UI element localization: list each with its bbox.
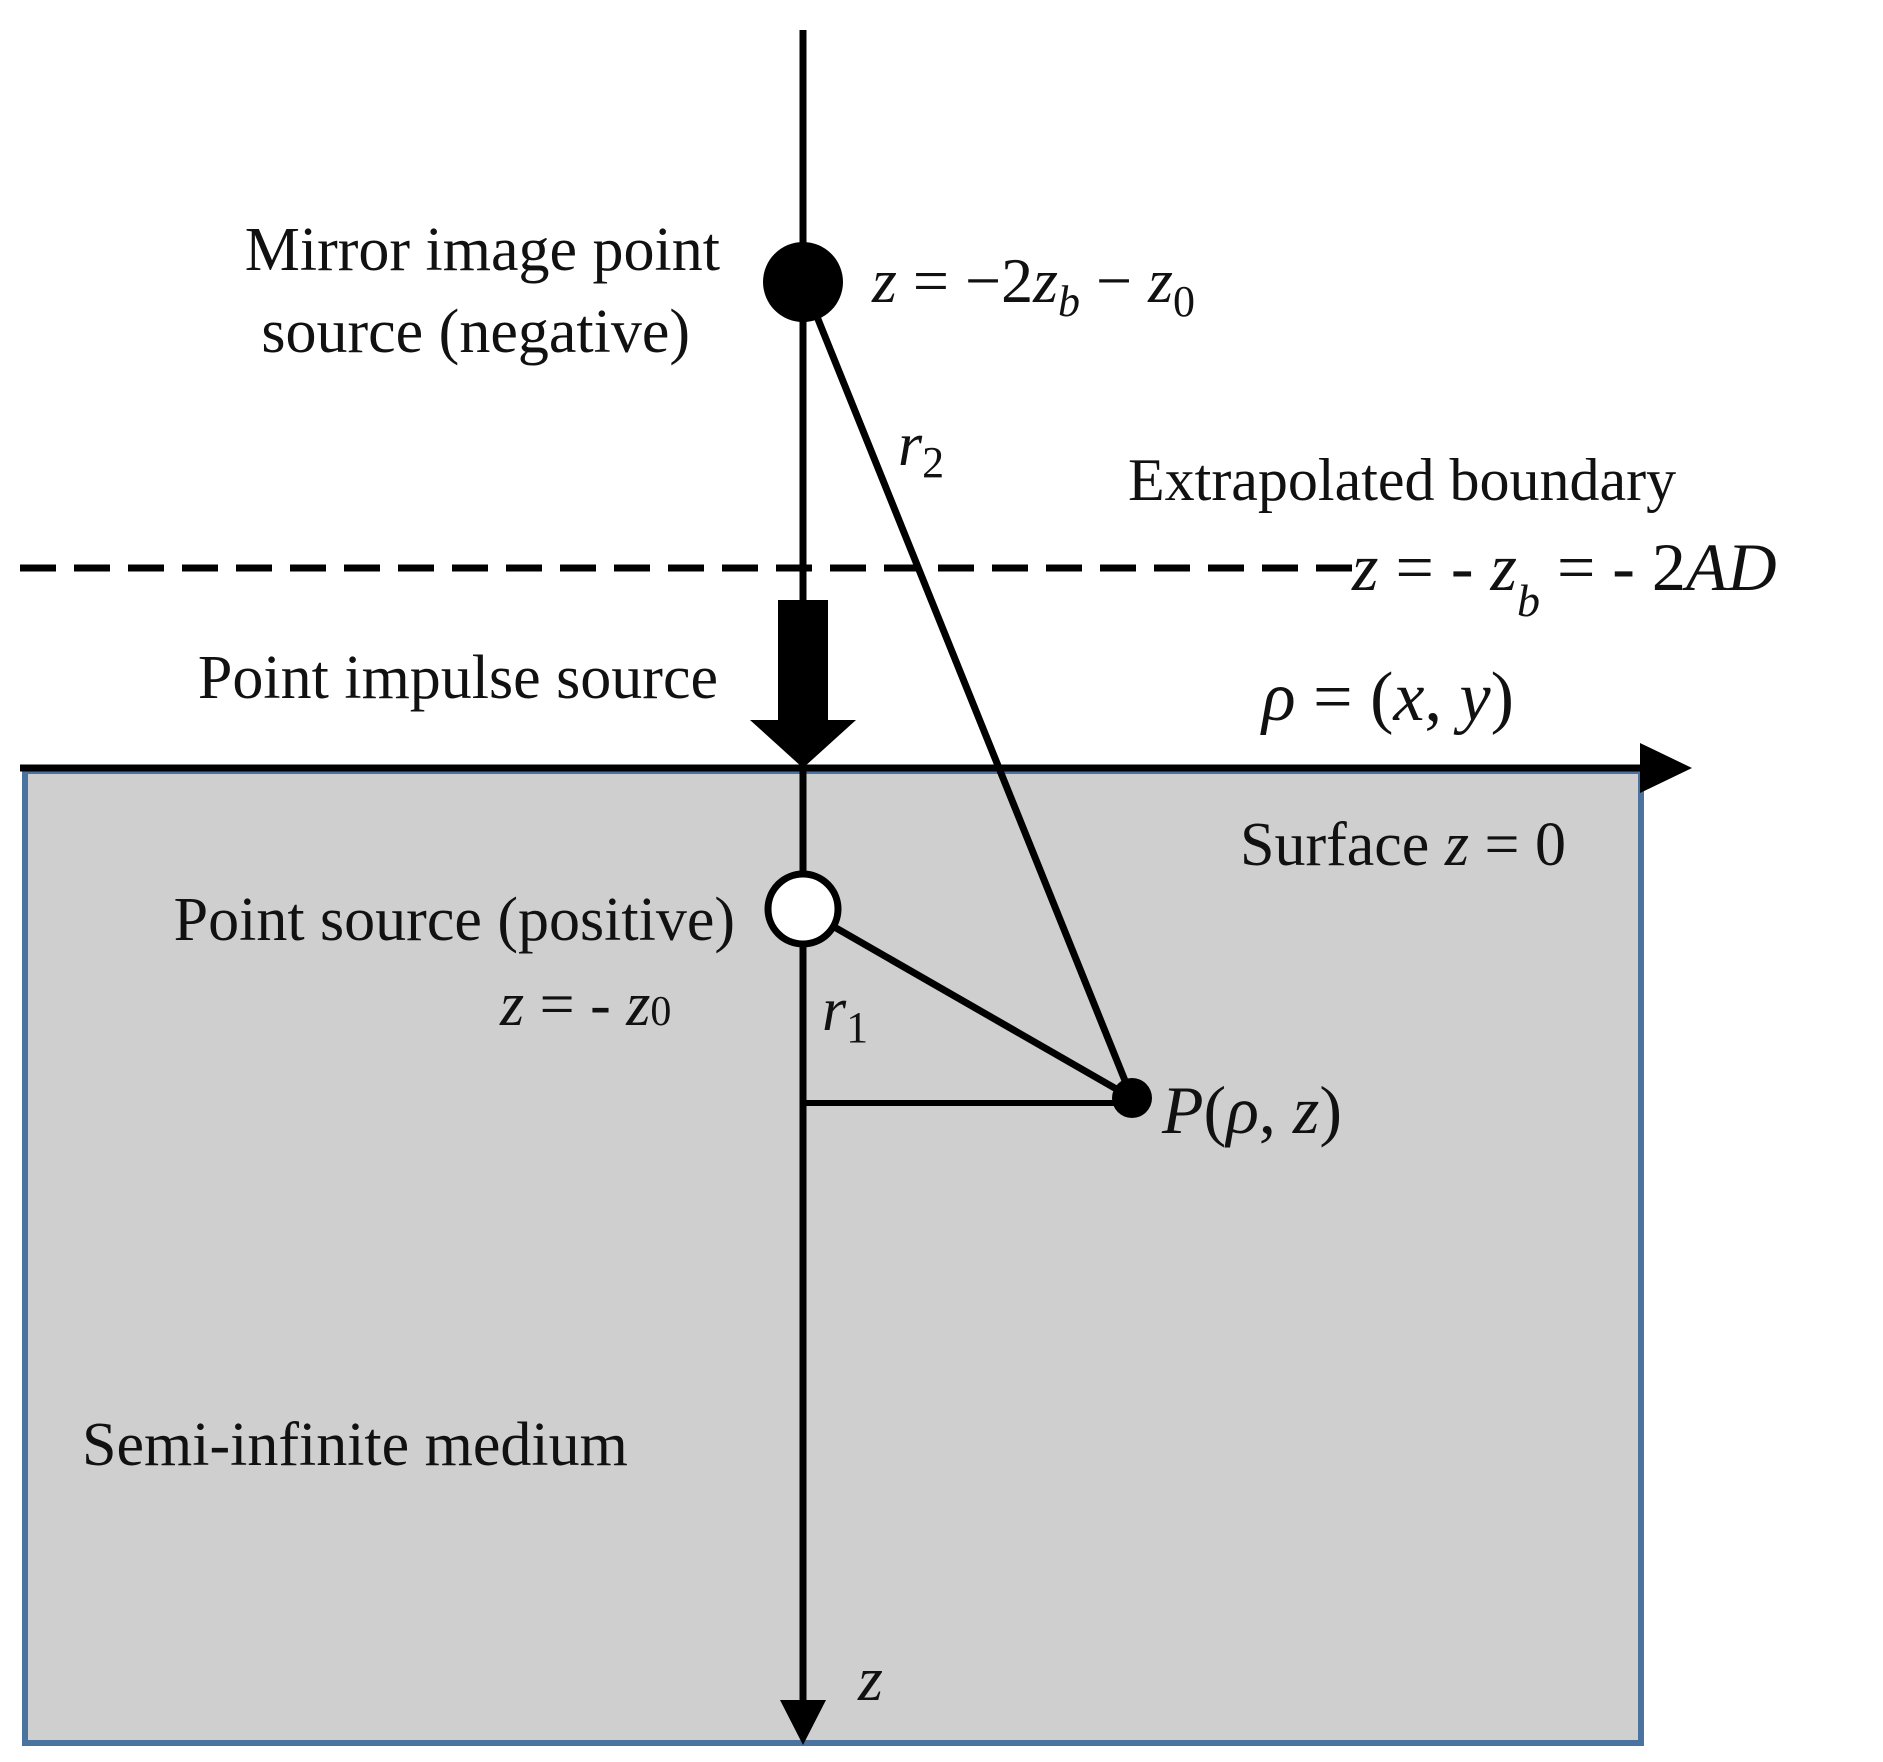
z-axis-arrowhead [780, 1700, 826, 1745]
mirror-source-label-line2: source (negative) [261, 298, 690, 366]
z-axis-label: z [857, 1643, 883, 1714]
point-p [1112, 1078, 1152, 1118]
r2-label: r2 [898, 411, 944, 487]
positive-source-equation: z = - z0 [499, 971, 671, 1039]
impulse-source-label: Point impulse source [198, 644, 718, 712]
r1-line [801, 905, 1134, 1102]
surface-label: Surface z = 0 [1240, 811, 1566, 879]
mirror-source-equation: z = −2zb − z0 [871, 245, 1195, 326]
impulse-arrow-head [750, 720, 856, 768]
positive-source-point [764, 870, 842, 948]
mirror-source-label-line1: Mirror image point [245, 216, 720, 284]
rho-axis-arrowhead [1640, 743, 1692, 793]
impulse-arrow-shaft [778, 600, 828, 720]
rho-axis-label: ρ = (x, y) [1260, 659, 1514, 736]
positive-source-label: Point source (positive) [174, 886, 735, 954]
r1-label: r1 [822, 976, 868, 1052]
point-p-label: P(ρ, z) [1161, 1072, 1342, 1148]
medium-label: Semi-infinite medium [82, 1411, 628, 1479]
mirror-source-point [763, 242, 843, 322]
extrapolated-boundary-title: Extrapolated boundary [1128, 447, 1676, 513]
extrapolated-boundary-equation: z = - zb = - 2AD [1351, 529, 1777, 626]
r2-line [799, 280, 1136, 1100]
